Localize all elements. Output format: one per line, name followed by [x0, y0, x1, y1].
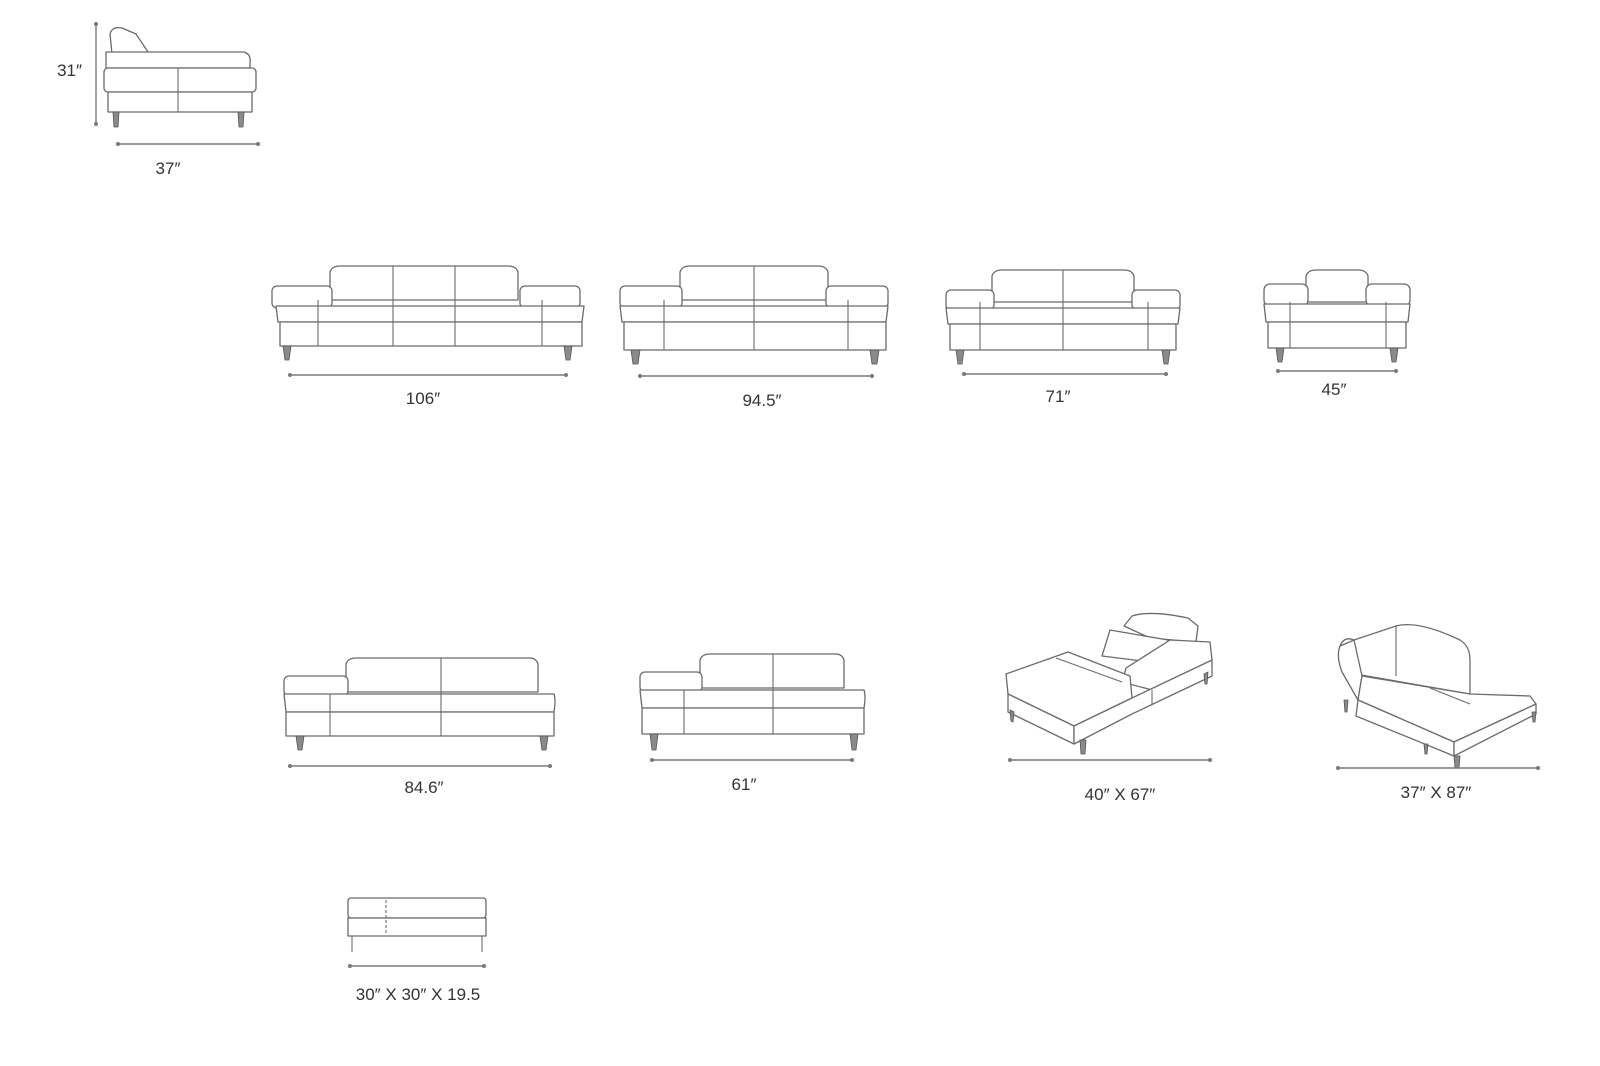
- chaise-right-dimension: [1336, 766, 1540, 770]
- chaise-left-label: 40″ X 67″: [1085, 785, 1156, 804]
- sofa-106-dimension: [288, 373, 568, 377]
- sofa-armless-84-drawing: [283, 657, 556, 751]
- loveseat-armless-61-drawing: [639, 653, 866, 751]
- ottoman-dimension: [348, 964, 486, 968]
- side-view-height-label: 31″: [57, 61, 82, 80]
- chair-45-label: 45″: [1322, 380, 1347, 399]
- side-view-width-label: 37″: [156, 159, 181, 178]
- ottoman-drawing: [347, 897, 487, 952]
- sofa-94-drawing: [619, 265, 889, 365]
- loveseat-armless-61-dimension: [650, 758, 854, 762]
- sofa-94-label: 94.5″: [742, 391, 781, 410]
- chaise-left-drawing: [1005, 612, 1213, 755]
- sofa-armless-84-label: 84.6″: [404, 778, 443, 797]
- chair-45-drawing: [1263, 269, 1411, 363]
- chaise-right-drawing: [1337, 623, 1537, 769]
- chair-45-dimension: [1276, 369, 1398, 373]
- loveseat-armless-61-label: 61″: [732, 775, 757, 794]
- ottoman-label: 30″ X 30″ X 19.5: [356, 985, 481, 1004]
- sofa-armless-84-dimension: [288, 764, 552, 768]
- loveseat-71-drawing: [945, 269, 1181, 365]
- loveseat-71-dimension: [962, 372, 1168, 376]
- side-view-height-dimension: [94, 22, 98, 126]
- chaise-right-label: 37″ X 87″: [1401, 783, 1472, 802]
- side-view-drawing: [103, 26, 257, 128]
- loveseat-71-label: 71″: [1046, 387, 1071, 406]
- side-view-width-dimension: [116, 142, 260, 146]
- sofa-106-drawing: [271, 265, 585, 361]
- sofa-106-label: 106″: [406, 389, 440, 408]
- chaise-left-dimension: [1008, 758, 1212, 762]
- sofa-94-dimension: [638, 374, 874, 378]
